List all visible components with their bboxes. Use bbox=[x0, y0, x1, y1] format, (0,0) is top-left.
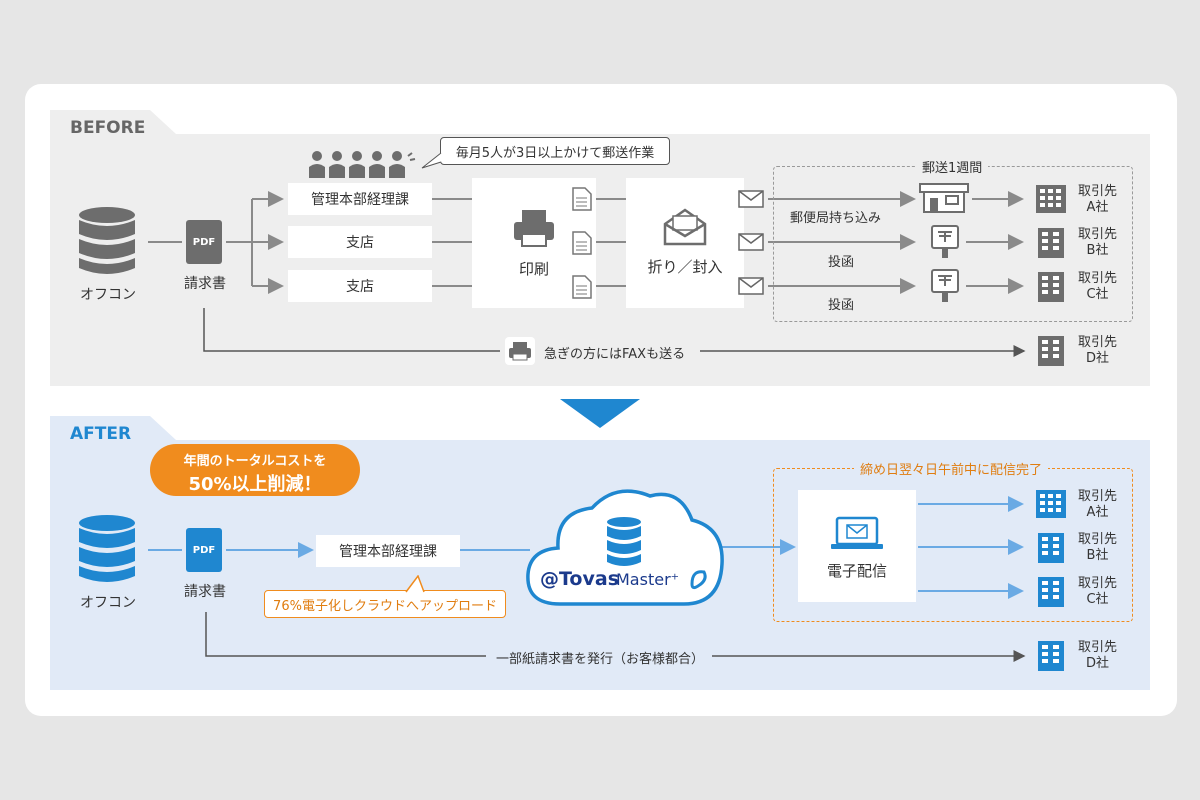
bubble-tail bbox=[421, 152, 442, 169]
mailbox-icon bbox=[931, 225, 959, 258]
printer-icon bbox=[514, 210, 554, 247]
dept-box-branch: 支店 bbox=[288, 270, 432, 302]
mailbox-icon bbox=[931, 269, 959, 302]
cloud-icon bbox=[526, 489, 724, 606]
fold-box: 折り／封入 bbox=[626, 178, 744, 308]
building-icon bbox=[1036, 185, 1066, 213]
tovas-logo-icon bbox=[690, 570, 707, 590]
database-icon bbox=[79, 515, 135, 582]
fold-label: 折り／封入 bbox=[647, 258, 723, 276]
envelope-icon bbox=[738, 233, 764, 251]
drop-label: 投函 bbox=[828, 298, 855, 313]
bubble-tail bbox=[405, 575, 425, 593]
building-icon bbox=[1038, 533, 1064, 563]
building-icon bbox=[1036, 490, 1066, 518]
source-label: オフコン bbox=[80, 595, 136, 611]
cost-line2: 50%以上削減！ bbox=[188, 474, 322, 495]
invoice-label: 請求書 bbox=[184, 276, 226, 292]
service-suffix: Master⁺ bbox=[616, 570, 680, 589]
delivery-label: 電子配信 bbox=[826, 562, 887, 580]
cost-reduction-badge: 年間のトータルコストを 50%以上削減！ bbox=[150, 444, 360, 496]
staff-bubble: 毎月5人が3日以上かけて郵送作業 bbox=[440, 137, 670, 165]
post-office-icon bbox=[919, 183, 969, 213]
document-icon bbox=[572, 187, 592, 211]
service-name: @Tovas bbox=[540, 568, 620, 590]
document-icon bbox=[572, 275, 592, 299]
delivery-title: 締め日翌々日午前中に配信完了 bbox=[854, 459, 1049, 478]
dept-box-hq: 管理本部経理課 bbox=[316, 535, 460, 567]
pdf-icon: PDF bbox=[186, 528, 222, 572]
shipping-title: 郵送1週間 bbox=[916, 157, 989, 176]
source-label: オフコン bbox=[80, 287, 136, 303]
before-label: BEFORE bbox=[70, 118, 146, 138]
building-icon bbox=[1038, 228, 1064, 258]
fax-icon bbox=[505, 337, 535, 365]
building-icon bbox=[1038, 336, 1064, 366]
print-label: 印刷 bbox=[518, 260, 549, 278]
building-icon bbox=[1038, 272, 1064, 302]
delivery-box: 電子配信 bbox=[798, 490, 916, 602]
envelope-icon bbox=[738, 190, 764, 208]
dept-box-branch: 支店 bbox=[288, 226, 432, 258]
laptop-mail-icon bbox=[831, 516, 883, 549]
drop-label: 投函 bbox=[828, 255, 855, 270]
post-office-label: 郵便局持ち込み bbox=[790, 211, 882, 226]
staff-icon bbox=[309, 151, 416, 178]
cost-line1: 年間のトータルコストを bbox=[183, 454, 327, 469]
building-icon bbox=[1038, 577, 1064, 607]
database-icon bbox=[79, 207, 135, 274]
pdf-icon: PDF bbox=[186, 220, 222, 264]
paper-note: 一部紙請求書を発行（お客様都合） bbox=[492, 648, 709, 667]
fax-note: 急ぎの方にはFAXも送る bbox=[544, 343, 692, 362]
envelope-icon bbox=[738, 277, 764, 295]
envelope-open-icon bbox=[663, 208, 707, 246]
invoice-label: 請求書 bbox=[184, 584, 226, 600]
after-label: AFTER bbox=[70, 424, 132, 444]
dept-box-hq: 管理本部経理課 bbox=[288, 183, 432, 215]
building-icon bbox=[1038, 641, 1064, 671]
upload-bubble: 76%電子化しクラウドへアップロード bbox=[264, 590, 506, 618]
document-icon bbox=[572, 231, 592, 255]
